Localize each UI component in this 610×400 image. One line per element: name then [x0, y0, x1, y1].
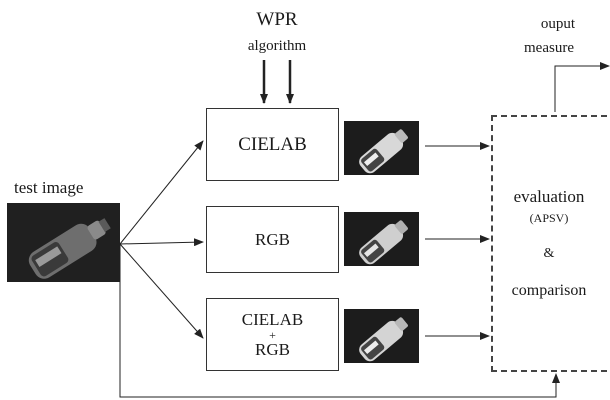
- arrow-to-rgb: [119, 238, 204, 247]
- arrow-to-cielab: [119, 140, 204, 245]
- algorithm-title: WPR: [256, 9, 298, 30]
- algorithm-subtitle: algorithm: [247, 38, 307, 54]
- method-label: CIELAB: [241, 309, 304, 329]
- output-label: ouput: [540, 16, 576, 32]
- method-label: RGB: [255, 339, 290, 359]
- evaluation-metric: (APSV): [529, 211, 569, 225]
- result-image-rgb: [344, 212, 419, 266]
- test-image: [7, 203, 120, 282]
- method-label-plus: +: [269, 327, 276, 342]
- evaluation-title: evaluation: [513, 187, 585, 206]
- arrow-to-cielab-rgb: [119, 243, 204, 339]
- result-image-cielab: [344, 121, 419, 175]
- evaluation-box: evaluation (APSV) & comparison: [491, 115, 610, 372]
- method-box-rgb: RGB: [206, 206, 339, 273]
- evaluation-comparison: comparison: [511, 282, 587, 299]
- result-image-cielab-rgb: [344, 309, 419, 363]
- method-label: CIELAB: [238, 133, 307, 155]
- arrow-output: [554, 62, 610, 112]
- method-label: RGB: [255, 229, 290, 249]
- bottle-image-icon: [344, 309, 419, 363]
- bottle-image-icon: [344, 121, 419, 175]
- evaluation-ampersand: &: [543, 246, 555, 261]
- bottle-image-icon: [344, 212, 419, 266]
- method-box-cielab: CIELAB: [206, 108, 339, 181]
- method-box-cielab-rgb: CIELAB + RGB: [206, 298, 339, 371]
- output-label-measure: measure: [524, 40, 574, 56]
- test-image-label: test image: [14, 178, 84, 197]
- bottle-image-icon: [7, 203, 120, 282]
- arrow-test-to-eval: [119, 244, 560, 398]
